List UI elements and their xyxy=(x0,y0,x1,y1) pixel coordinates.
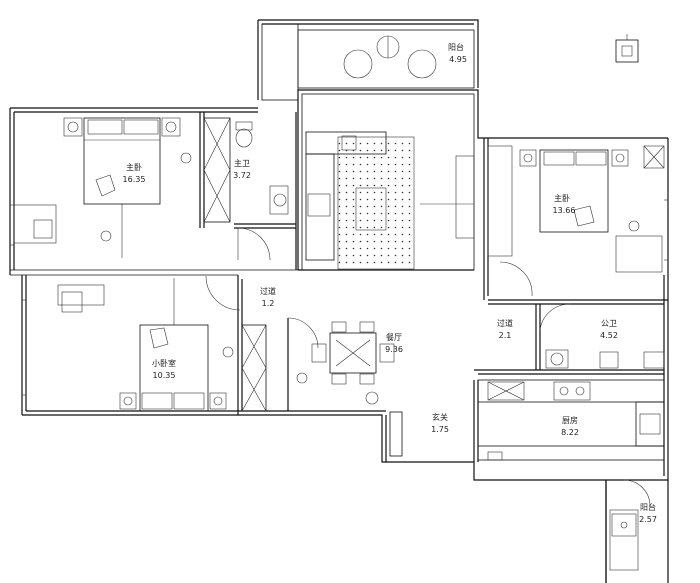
room-area-utility-balcony: 2.57 xyxy=(639,515,657,524)
sink-icon xyxy=(545,349,665,369)
room-name-public-bath: 公卫 xyxy=(601,319,617,328)
wardrobe-icon-hall xyxy=(241,324,267,412)
bed-icon-small xyxy=(119,278,227,412)
bed-icon xyxy=(63,117,181,258)
rug-pattern xyxy=(338,137,414,269)
room-area-dining: 9.36 xyxy=(385,345,403,354)
room-area-corridor: 2.1 xyxy=(499,331,512,340)
room-name-kitchen: 厨房 xyxy=(562,415,578,425)
outer-walls xyxy=(9,19,669,583)
balcony-furniture xyxy=(343,35,437,79)
room-area-public-bath: 4.52 xyxy=(600,331,618,340)
compass-icon xyxy=(615,34,639,63)
interior-walls xyxy=(199,93,668,462)
room-name-master-bath: 主卫 xyxy=(234,158,250,168)
room-area-master-bedroom: 16.35 xyxy=(123,175,146,184)
room-area-balcony: 4.95 xyxy=(449,55,467,64)
wardrobe-icon xyxy=(203,117,231,223)
room-name-balcony: 阳台 xyxy=(448,42,464,52)
room-name-master-bedroom: 主卧 xyxy=(126,162,142,172)
room-area-kitchen: 8.22 xyxy=(561,428,579,437)
room-name-foyer: 玄关 xyxy=(432,412,448,422)
room-area-bedroom-right: 13.66 xyxy=(553,206,576,215)
room-name-utility-balcony: 阳台 xyxy=(640,502,656,512)
room-name-small-bedroom: 小卧室 xyxy=(152,358,176,368)
room-area-hall: 1.2 xyxy=(262,299,275,308)
room-area-foyer: 1.75 xyxy=(431,425,449,434)
bed-icon-right xyxy=(487,145,665,273)
windows xyxy=(10,199,668,396)
section-markers xyxy=(100,152,640,384)
room-area-small-bedroom: 10.35 xyxy=(153,371,176,380)
room-name-bedroom-right: 主卧 xyxy=(554,193,570,203)
room-name-hall: 过道 xyxy=(260,286,276,296)
dining-table-icon xyxy=(311,321,395,405)
room-name-dining: 餐厅 xyxy=(386,333,402,342)
tv-cabinet xyxy=(420,155,475,239)
stove-icon xyxy=(477,379,665,461)
utility-sink xyxy=(609,509,639,571)
armchair-icon xyxy=(13,204,105,313)
toilet-icon xyxy=(235,121,289,215)
room-area-master-bath: 3.72 xyxy=(233,171,251,180)
room-name-corridor: 过道 xyxy=(497,318,513,328)
door-swing-icon xyxy=(205,227,651,507)
